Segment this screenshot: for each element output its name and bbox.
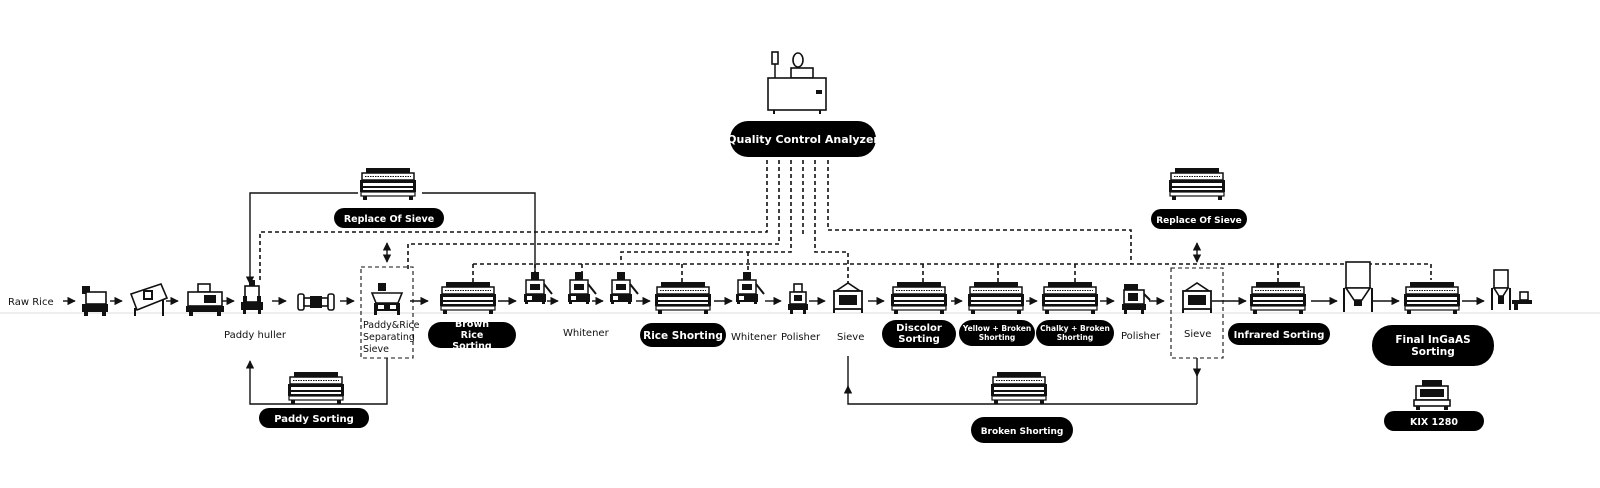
chalky-broken-pill: Chalky + Broken Shorting [1036, 320, 1114, 346]
sieve-2-icon [1182, 282, 1212, 314]
paddy-sorting-sorter-icon [287, 371, 345, 405]
broken-shorting-sorter-icon [990, 371, 1048, 405]
sieve-1-icon [833, 282, 863, 314]
yellow-broken-pill: Yellow + Broken Shorting [959, 320, 1035, 346]
whitener-1-label: Whitener [563, 328, 610, 339]
whitener-3-icon [609, 271, 639, 305]
broken-shorting-pill: Broken Shorting [971, 417, 1073, 443]
separating-sieve-icon [370, 283, 404, 315]
separating-sieve-label: Paddy&Rice Separating Sieve [363, 320, 420, 355]
replace-sieve-right-sorter-icon [1168, 167, 1226, 201]
discolor-sorter-icon [890, 281, 948, 315]
qc-analyzer-pill: Quality Control Analyzer [727, 121, 879, 157]
discolor-sorting-pill: Discolor Sorting [882, 320, 956, 348]
kix-machine-icon [1413, 380, 1451, 410]
kix-pill: KIX 1280 [1384, 411, 1484, 431]
whitener-1-icon [523, 271, 553, 305]
destoner-machine-icon [129, 283, 169, 316]
sieve-1-label: Sieve [837, 332, 864, 343]
paddy-sorting-pill: Paddy Sorting [259, 408, 369, 428]
infrared-sorter-icon [1249, 281, 1307, 315]
qc-analyzer-label: Quality Control Analyzer [727, 133, 879, 146]
raw-rice-text: Raw Rice [8, 297, 54, 308]
final-ingaas-sorting-pill: Final InGaAS Sorting [1372, 325, 1494, 366]
separating-sieve-label-box: Paddy&Rice Separating Sieve [363, 320, 420, 355]
replace-sieve-left-pill: Replace Of Sieve [334, 208, 444, 228]
sieve-2-label: Sieve [1184, 329, 1211, 340]
magnetic-separator-icon [186, 283, 224, 316]
brown-rice-sorting-label: Brown Rice Sorting [452, 322, 492, 348]
polisher-2-icon [1122, 284, 1151, 314]
kix-label: KIX 1280 [1410, 417, 1458, 428]
rice-shorting-label: Rice Shorting [643, 330, 723, 342]
storage-silo-icon [1343, 261, 1373, 312]
husk-aspirator-icon [297, 293, 335, 311]
rice-sorter-icon [654, 281, 712, 315]
polisher-1-label: Polisher [781, 332, 821, 343]
solid-connector-lines [0, 192, 1600, 405]
brown-rice-sorter-icon [439, 281, 497, 315]
infrared-sorting-pill: Infrared Sorting [1228, 323, 1330, 345]
chalky-broken-sorter-icon [1041, 281, 1099, 315]
paddy-huller-icon [241, 280, 263, 314]
analyzer-machine-icon [767, 51, 827, 114]
broken-shorting-label: Broken Shorting [981, 427, 1064, 437]
replace-sieve-right-pill: Replace Of Sieve [1151, 209, 1247, 229]
replace-sieve-right-label: Replace Of Sieve [1156, 216, 1242, 226]
final-ingaas-sorting-label: Final InGaAS Sorting [1395, 333, 1471, 358]
paddy-huller-label: Paddy huller [224, 330, 287, 341]
brown-rice-sorting-pill: Brown Rice Sorting [428, 322, 516, 348]
replace-sieve-left-sorter-icon [359, 167, 417, 201]
whitener-4-icon [735, 271, 765, 305]
quality-control-dashed-lines [259, 160, 1432, 359]
raw-rice-label: Raw Rice [8, 297, 54, 308]
replace-sieve-left-label: Replace Of Sieve [344, 214, 434, 225]
whitener-2-label: Whitener [731, 332, 778, 343]
whitener-2-icon [567, 271, 597, 305]
polisher-1-icon [788, 283, 808, 314]
yellow-broken-label: Yellow + Broken Shorting [962, 324, 1032, 342]
discolor-sorting-label: Discolor Sorting [896, 323, 942, 345]
infrared-sorting-label: Infrared Sorting [1234, 330, 1325, 341]
rice-shorting-pill: Rice Shorting [640, 323, 726, 347]
pre-cleaner-machine-icon [82, 286, 108, 316]
final-sorter-icon [1403, 281, 1461, 315]
yellow-broken-sorter-icon [967, 281, 1025, 315]
packing-machine-icon [1491, 269, 1532, 310]
polisher-2-label: Polisher [1121, 331, 1161, 342]
chalky-broken-label: Chalky + Broken Shorting [1040, 324, 1110, 342]
paddy-sorting-label: Paddy Sorting [274, 414, 354, 425]
